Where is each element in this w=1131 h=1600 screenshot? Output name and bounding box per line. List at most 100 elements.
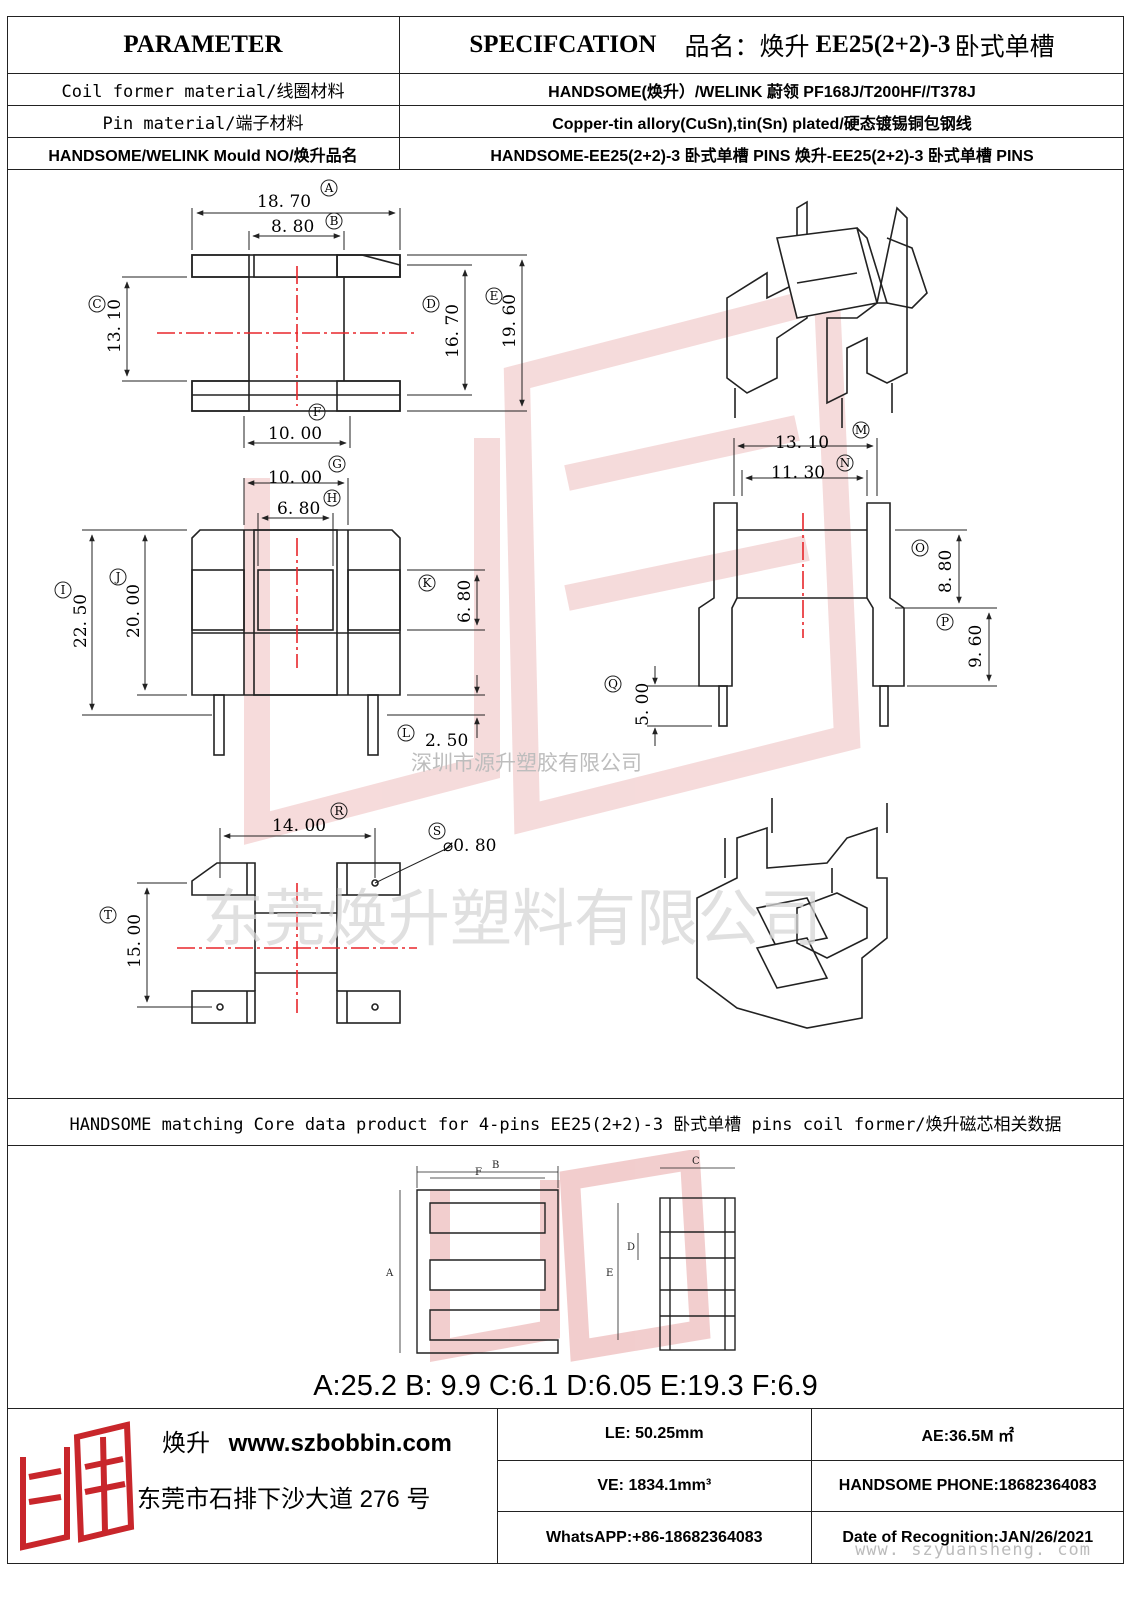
footer-le: LE: 50.25mm: [497, 1409, 811, 1461]
dimension-labels: 18. 70 8. 80 13. 10 16. 70 19. 60 10. 00…: [71, 192, 986, 968]
mould-row: HANDSOME/WELINK Mould NO/焕升品名 HANDSOME-E…: [7, 138, 1124, 170]
front-view: [191, 529, 401, 756]
technical-drawing: 18. 70 8. 80 13. 10 16. 70 19. 60 10. 00…: [54, 179, 997, 1029]
core-drawing: B F A E D C: [385, 1150, 736, 1362]
marker-p: P: [936, 613, 954, 631]
svg-text:J: J: [114, 570, 121, 584]
dim-q-value: 5. 00: [633, 683, 653, 726]
header-row: PARAMETER SPECIFCATION 品名：焕升 EE25(2+2)-3…: [7, 16, 1124, 74]
dim-m-value: 13. 10: [775, 433, 829, 453]
core-letter-b: B: [492, 1160, 499, 1171]
marker-c: C: [88, 295, 106, 313]
watermark-url: www. szyuansheng. com: [855, 1540, 1091, 1560]
center-lines: [157, 266, 804, 1013]
footer-phone: HANDSOME PHONE:18682364083: [810, 1460, 1124, 1513]
core-letter-a: A: [385, 1268, 394, 1279]
svg-text:S: S: [433, 824, 441, 838]
svg-text:Q: Q: [608, 677, 618, 691]
marker-h: H: [323, 489, 341, 507]
core-dimension-letters: B F A E D C: [385, 1156, 700, 1279]
watermark-company-large: 东莞焕升塑料有限公司: [202, 882, 822, 955]
footer-date: Date of Recognition:JAN/26/2021: [810, 1512, 1125, 1564]
footer-data-grid: LE: 50.25mm AE:36.5M ㎡ VE: 1834.1mm³ HAN…: [497, 1409, 1124, 1564]
mould-label: HANDSOME/WELINK Mould NO/焕升品名: [7, 138, 400, 169]
core-dimension-lines: [399, 1166, 735, 1353]
footer-brand-line: 焕升 www.szbobbin.com: [162, 1423, 452, 1458]
dimension-lines: [82, 208, 997, 1008]
svg-text:K: K: [423, 576, 433, 590]
marker-e: E: [485, 287, 503, 305]
watermark-company-small: 深圳市源升塑胶有限公司: [411, 751, 642, 775]
svg-text:I: I: [61, 583, 66, 597]
coil-material-value: HANDSOME(焕升）/WELINK 蔚领 PF168J/T200HF//T3…: [548, 83, 976, 101]
dim-g-value: 10. 00: [268, 468, 322, 488]
dim-p-value: 9. 60: [966, 625, 986, 668]
dim-b-value: 8. 80: [271, 217, 314, 237]
footer-address: 东莞市石排下沙大道 276 号: [137, 1486, 431, 1513]
mould-value: HANDSOME-EE25(2+2)-3 卧式单槽 PINS 焕升-EE25(2…: [490, 147, 1034, 165]
marker-k: K: [418, 574, 436, 592]
marker-g: G: [328, 455, 346, 473]
svg-text:D: D: [426, 297, 436, 311]
dim-h-value: 6. 80: [277, 499, 320, 519]
svg-text:P: P: [941, 615, 949, 629]
svg-text:O: O: [915, 541, 925, 555]
dim-f-value: 10. 00: [268, 424, 322, 444]
svg-text:C: C: [92, 297, 101, 311]
pin-material-label: Pin material/端子材料: [7, 106, 400, 137]
svg-text:L: L: [402, 726, 410, 740]
handsome-logo-icon: [20, 1421, 135, 1551]
specification-heading: SPECIFCATION 品名：焕升 EE25(2+2)-3 卧式单槽: [400, 16, 1124, 73]
marker-q: Q: [604, 675, 622, 693]
spec-sheet-border: [7, 16, 1124, 1564]
svg-text:A: A: [324, 181, 334, 195]
marker-m: M: [852, 421, 870, 439]
svg-text:M: M: [855, 423, 867, 437]
marker-s: S: [428, 822, 446, 840]
pin-material-row: Pin material/端子材料 Copper-tin allory(CuSn…: [7, 106, 1124, 138]
marker-b: B: [325, 212, 343, 230]
svg-text:R: R: [334, 804, 344, 818]
core-letter-f: F: [475, 1167, 482, 1178]
svg-text:T: T: [104, 908, 112, 922]
svg-text:H: H: [327, 491, 337, 505]
isometric-view-bottom: [696, 798, 888, 1029]
dim-d-value: 16. 70: [443, 304, 463, 358]
core-letter-d: D: [627, 1242, 635, 1253]
product-type: 卧式单槽: [954, 33, 1055, 61]
footer: 焕升 www.szbobbin.com 东莞市石排下沙大道 276 号 LE: …: [7, 1408, 1124, 1564]
dim-t-value: 15. 00: [125, 914, 145, 968]
core-side-view: [659, 1197, 736, 1351]
side-view: [698, 502, 905, 727]
dim-l-value: 2. 50: [425, 731, 468, 751]
bottom-view: [191, 862, 401, 1024]
svg-text:G: G: [332, 457, 342, 471]
core-data-title: HANDSOME matching Core data product for …: [7, 1098, 1124, 1146]
e-core-shape: [416, 1189, 559, 1354]
svg-text:N: N: [840, 456, 851, 470]
marker-a: A: [320, 179, 338, 197]
marker-l: L: [397, 724, 415, 742]
footer-whatsapp: WhatsAPP:+86-18682364083: [497, 1512, 811, 1564]
marker-f: F: [308, 403, 326, 421]
watermark-logo: [244, 281, 861, 845]
top-view: [191, 254, 401, 412]
svg-text:B: B: [330, 214, 339, 228]
dim-n-value: 11. 30: [771, 463, 825, 483]
dim-a-value: 18. 70: [257, 192, 311, 212]
footer-ve: VE: 1834.1mm³: [497, 1460, 811, 1513]
footer-brand: 焕升: [162, 1430, 210, 1457]
dim-j-value: 20. 00: [124, 584, 144, 638]
dimension-letter-markers: A B C D E F G H I J K L M N O P Q R S T: [54, 179, 954, 924]
marker-d: D: [422, 295, 440, 313]
isometric-view-top: [726, 200, 928, 428]
dim-o-value: 8. 80: [936, 550, 956, 593]
core-values-line: A:25.2 B: 9.9 C:6.1 D:6.05 E:19.3 F:6.9: [313, 1370, 818, 1402]
parameter-heading: PARAMETER: [7, 16, 400, 73]
pin-material-value: Copper-tin allory(CuSn),tin(Sn) plated/硬…: [552, 115, 972, 133]
dim-c-value: 13. 10: [105, 299, 125, 353]
dim-k-value: 6. 80: [455, 580, 475, 623]
coil-material-label: Coil former material/线圈材料: [7, 74, 400, 105]
core-letter-c: C: [692, 1156, 700, 1167]
dim-e-value: 19. 60: [500, 294, 520, 348]
